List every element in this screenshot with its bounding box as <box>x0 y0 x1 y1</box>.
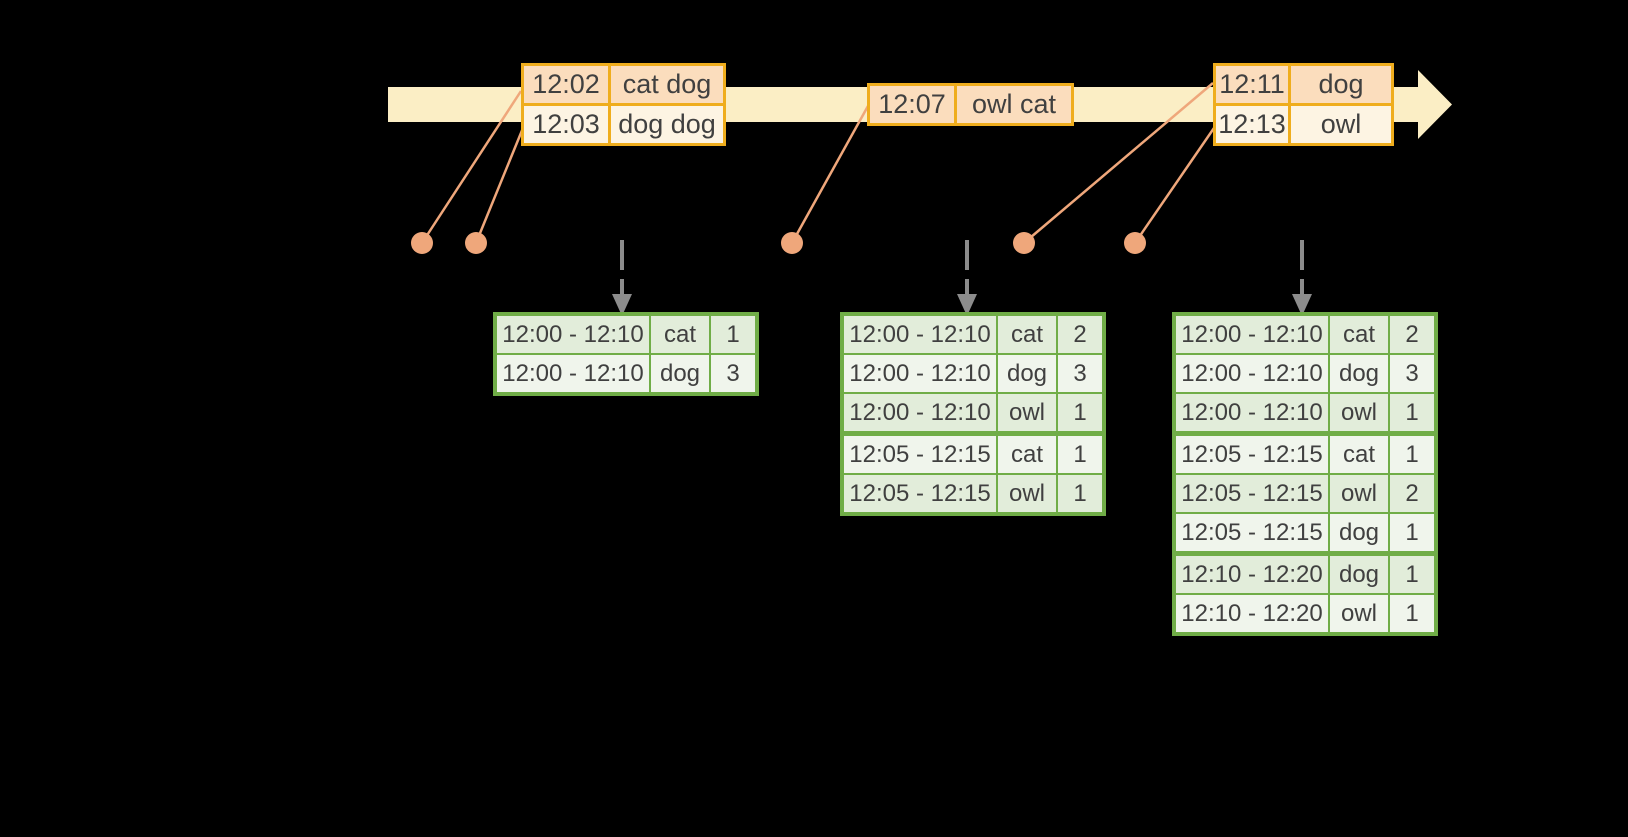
count-cell: 1 <box>1390 394 1434 431</box>
event-time-cell: 12:02 <box>524 66 608 103</box>
window-cell: 12:00 - 12:10 <box>497 355 649 392</box>
result-row: 12:00 - 12:10 dog 3 <box>844 355 1102 392</box>
window-cell: 12:05 - 12:15 <box>1176 514 1328 551</box>
trigger-arrow-icon <box>957 240 977 316</box>
window-cell: 12:00 - 12:10 <box>1176 394 1328 431</box>
key-cell: cat <box>998 436 1056 473</box>
event-dot <box>1124 232 1146 254</box>
window-cell: 12:00 - 12:10 <box>844 316 996 353</box>
result-row: 12:05 - 12:15 owl 1 <box>844 475 1102 512</box>
result-row: 12:00 - 12:10 cat 2 <box>1176 316 1434 353</box>
event-time-cell: 12:03 <box>524 106 608 143</box>
event-connector-line <box>1023 82 1214 244</box>
trigger-arrow-icon <box>1292 240 1312 316</box>
event-words-cell: owl <box>1291 106 1391 143</box>
trigger-arrow-icon <box>612 240 632 316</box>
key-cell: owl <box>998 475 1056 512</box>
window-cell: 12:00 - 12:10 <box>1176 355 1328 392</box>
count-cell: 2 <box>1390 475 1434 512</box>
event-dot <box>411 232 433 254</box>
result-table-1: 12:00 - 12:10 cat 1 12:00 - 12:10 dog 3 <box>493 312 759 396</box>
event-row: 12:11 dog <box>1216 66 1391 103</box>
result-row: 12:05 - 12:15 owl 2 <box>1176 475 1434 512</box>
key-cell: cat <box>1330 316 1388 353</box>
event-row: 12:03 dog dog <box>524 106 723 143</box>
event-connector-line <box>420 90 523 244</box>
event-words-cell: cat dog <box>611 66 723 103</box>
event-connector-line <box>790 105 870 244</box>
key-cell: owl <box>1330 394 1388 431</box>
result-table-3: 12:00 - 12:10 cat 2 12:00 - 12:10 dog 3 … <box>1172 312 1438 636</box>
count-cell: 1 <box>1058 436 1102 473</box>
result-row: 12:10 - 12:20 owl 1 <box>1176 595 1434 632</box>
result-row: 12:00 - 12:10 dog 3 <box>497 355 755 392</box>
count-cell: 3 <box>711 355 755 392</box>
event-dot <box>465 232 487 254</box>
key-cell: dog <box>1330 556 1388 593</box>
window-cell: 12:05 - 12:15 <box>1176 475 1328 512</box>
result-row: 12:00 - 12:10 cat 2 <box>844 316 1102 353</box>
window-cell: 12:05 - 12:15 <box>844 475 996 512</box>
window-cell: 12:00 - 12:10 <box>497 316 649 353</box>
key-cell: owl <box>998 394 1056 431</box>
key-cell: dog <box>1330 355 1388 392</box>
count-cell: 1 <box>1390 556 1434 593</box>
count-cell: 3 <box>1058 355 1102 392</box>
key-cell: owl <box>1330 475 1388 512</box>
event-row: 12:07 owl cat <box>870 86 1071 123</box>
window-cell: 12:10 - 12:20 <box>1176 595 1328 632</box>
event-words-cell: owl cat <box>957 86 1071 123</box>
window-cell: 12:00 - 12:10 <box>844 394 996 431</box>
result-row: 12:10 - 12:20 dog 1 <box>1176 556 1434 593</box>
count-cell: 1 <box>1058 475 1102 512</box>
event-time-cell: 12:11 <box>1216 66 1288 103</box>
count-cell: 1 <box>1058 394 1102 431</box>
event-time-cell: 12:13 <box>1216 106 1288 143</box>
event-connector-line <box>1133 127 1216 244</box>
result-row: 12:05 - 12:15 cat 1 <box>1176 436 1434 473</box>
event-table-1: 12:02 cat dog 12:03 dog dog <box>521 63 726 146</box>
count-cell: 1 <box>1390 514 1434 551</box>
event-table-3: 12:11 dog 12:13 owl <box>1213 63 1394 146</box>
window-cell: 12:10 - 12:20 <box>1176 556 1328 593</box>
result-row: 12:05 - 12:15 cat 1 <box>844 436 1102 473</box>
event-row: 12:13 owl <box>1216 106 1391 143</box>
event-dot <box>1013 232 1035 254</box>
event-words-cell: dog <box>1291 66 1391 103</box>
key-cell: cat <box>1330 436 1388 473</box>
event-row: 12:02 cat dog <box>524 66 723 103</box>
window-cell: 12:05 - 12:15 <box>844 436 996 473</box>
key-cell: cat <box>651 316 709 353</box>
count-cell: 1 <box>1390 436 1434 473</box>
count-cell: 1 <box>1390 595 1434 632</box>
result-row: 12:05 - 12:15 dog 1 <box>1176 514 1434 551</box>
timeline-arrowhead-icon <box>1418 70 1452 139</box>
event-dots <box>411 232 1146 254</box>
count-cell: 3 <box>1390 355 1434 392</box>
event-table-2: 12:07 owl cat <box>867 83 1074 126</box>
count-cell: 2 <box>1058 316 1102 353</box>
result-table-2: 12:00 - 12:10 cat 2 12:00 - 12:10 dog 3 … <box>840 312 1106 516</box>
result-row: 12:00 - 12:10 cat 1 <box>497 316 755 353</box>
key-cell: dog <box>1330 514 1388 551</box>
key-cell: owl <box>1330 595 1388 632</box>
key-cell: cat <box>998 316 1056 353</box>
count-cell: 1 <box>711 316 755 353</box>
key-cell: dog <box>651 355 709 392</box>
window-cell: 12:00 - 12:10 <box>844 355 996 392</box>
window-cell: 12:05 - 12:15 <box>1176 436 1328 473</box>
event-connector-lines <box>420 82 1216 244</box>
event-words-cell: dog dog <box>611 106 723 143</box>
event-time-cell: 12:07 <box>870 86 954 123</box>
key-cell: dog <box>998 355 1056 392</box>
window-cell: 12:00 - 12:10 <box>1176 316 1328 353</box>
event-connector-line <box>474 127 525 244</box>
count-cell: 2 <box>1390 316 1434 353</box>
result-row: 12:00 - 12:10 owl 1 <box>1176 394 1434 431</box>
event-dot <box>781 232 803 254</box>
result-row: 12:00 - 12:10 dog 3 <box>1176 355 1434 392</box>
result-row: 12:00 - 12:10 owl 1 <box>844 394 1102 431</box>
